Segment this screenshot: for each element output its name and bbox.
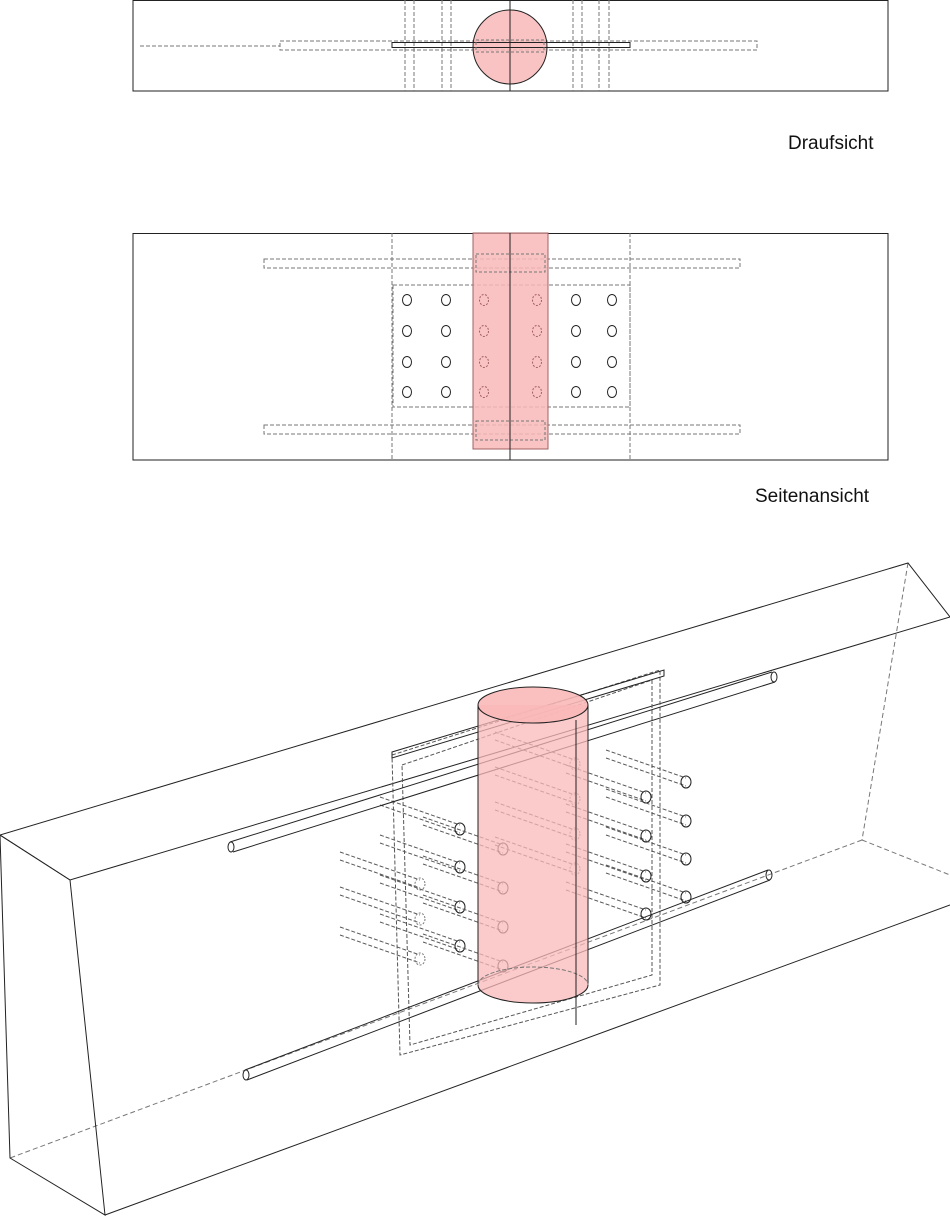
top-view-plate — [391, 42, 631, 48]
dowel-hole — [607, 294, 617, 306]
dowel-end — [680, 814, 692, 828]
dowel-hole — [532, 386, 542, 398]
dowel-hole — [607, 325, 617, 337]
dowel-hole — [571, 325, 581, 337]
dowel-rod — [605, 788, 687, 818]
top-view-hidden-lines — [140, 0, 758, 91]
dowel-rod — [339, 926, 421, 956]
dowel-end — [454, 939, 466, 953]
dowel-holes — [402, 294, 617, 398]
dowel-hole — [571, 356, 581, 368]
top-view — [132, 0, 889, 92]
side-view-label: Seitenansicht — [755, 486, 870, 507]
dowel-end — [680, 775, 692, 789]
dowel-end — [640, 829, 652, 843]
dowel-end — [680, 852, 692, 866]
dowel-end — [454, 822, 466, 836]
top-view-label: Draufsicht — [788, 133, 874, 154]
dowel-rod — [379, 796, 461, 826]
dowel-rod — [605, 749, 687, 779]
dowel-rod — [379, 834, 461, 864]
dowel-hole — [402, 294, 412, 306]
dowel-hole — [402, 386, 412, 398]
iso-beam-top — [0, 562, 950, 881]
dowel-hole — [402, 356, 412, 368]
dowel-end — [454, 900, 466, 914]
dowel-rod — [379, 913, 461, 943]
dowel-end — [414, 877, 426, 891]
dowel-hole — [441, 325, 451, 337]
dowel-end — [414, 952, 426, 966]
dowel-rod — [339, 886, 421, 916]
dowel-rod — [339, 851, 421, 881]
dowel-hole — [607, 356, 617, 368]
iso-beam-end — [0, 834, 106, 1216]
dowel-hole — [532, 294, 542, 306]
dowel-end — [640, 907, 652, 921]
dowel-rod — [379, 874, 461, 904]
isometric-view — [0, 562, 950, 1216]
dowel-hole — [402, 325, 412, 337]
dowel-hole — [532, 325, 542, 337]
dowel-hole — [441, 356, 451, 368]
dowel-end — [414, 912, 426, 926]
dowel-end — [680, 890, 692, 904]
dowel-hole — [479, 325, 489, 337]
dowel-hole — [571, 386, 581, 398]
dowel-hole — [479, 386, 489, 398]
dowel-end — [640, 869, 652, 883]
dowel-rod — [605, 864, 687, 894]
dowel-hole — [441, 294, 451, 306]
dowel-rod — [422, 894, 504, 924]
dowel-hole — [479, 294, 489, 306]
iso-hidden-edges — [9, 562, 950, 1159]
dowel-rod — [422, 816, 504, 846]
iso-column — [477, 686, 589, 1025]
dowel-hole — [441, 386, 451, 398]
dowel-hole — [532, 356, 542, 368]
dowel-hole — [607, 386, 617, 398]
dowel-hole — [479, 356, 489, 368]
side-view — [132, 232, 889, 461]
dowel-rod — [605, 826, 687, 856]
dowel-rod — [422, 855, 504, 885]
dowel-rod — [422, 933, 504, 963]
dowel-hole — [571, 294, 581, 306]
